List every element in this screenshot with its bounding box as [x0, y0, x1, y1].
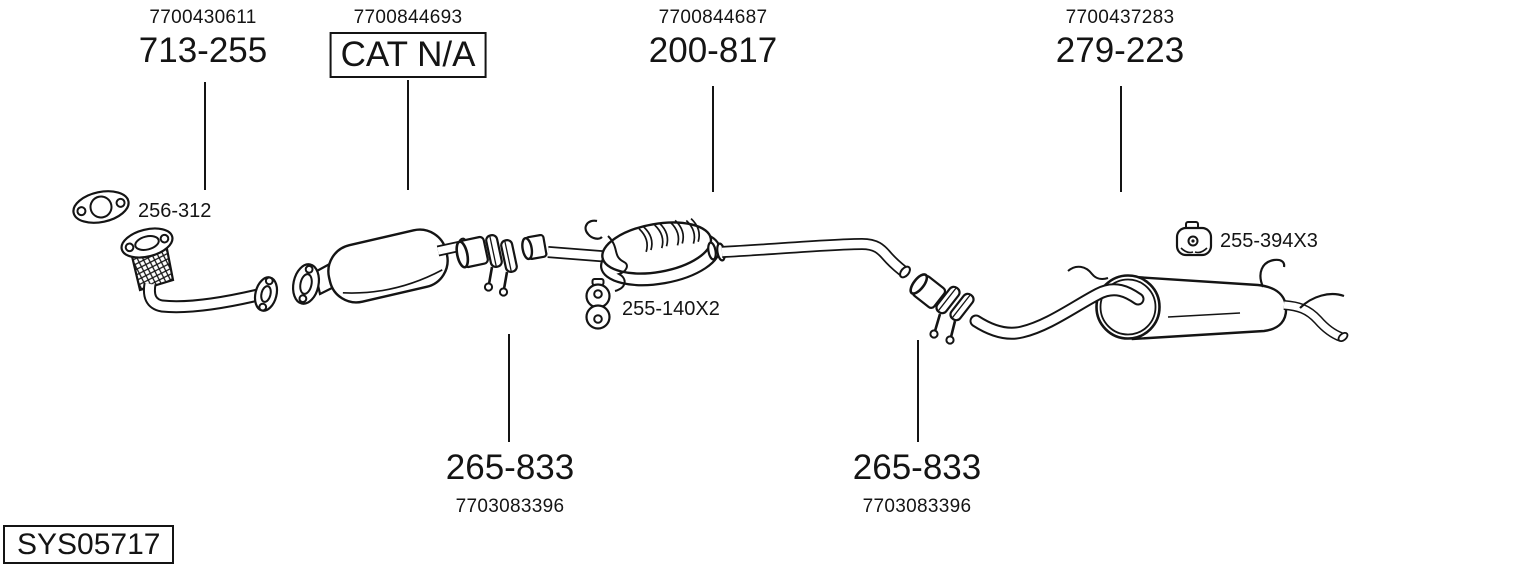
part-number-fitting-kit-rear: 265-833 — [852, 448, 982, 487]
part-number-rear-silencer: 279-223 — [1055, 30, 1185, 70]
callout-fitting-kit-rear: 265-833 7703083396 — [853, 449, 981, 518]
pipe-clamp-right-drawing — [909, 273, 975, 345]
oem-number-front-pipe: 7700430611 — [149, 7, 257, 28]
oem-number-catalytic-converter: 7700844693 — [353, 7, 463, 28]
oem-number-rear-silencer: 7700437283 — [1065, 7, 1175, 28]
hanger-rod-left — [1067, 265, 1109, 280]
oem-number-fitting-kit-rear: 7703083396 — [862, 495, 972, 517]
part-number-catalytic-converter: CAT N/A — [329, 31, 487, 78]
callout-middle-silencer: 7700844687 200-817 — [649, 7, 777, 70]
middle-silencer-drawing — [521, 217, 911, 292]
part-number-front-pipe: 713-255 — [138, 30, 268, 70]
flange-gasket-drawing — [72, 190, 130, 224]
hanger-rod-top — [584, 219, 603, 240]
rubber-hanger-middle-drawing — [585, 278, 611, 330]
leader-lines — [204, 80, 1122, 442]
oem-number-middle-silencer: 7700844687 — [658, 7, 768, 28]
front-pipe-drawing — [120, 227, 279, 314]
callout-fitting-kit-front: 265-833 7703083396 — [446, 449, 574, 518]
part-number-fitting-kit-front: 265-833 — [445, 448, 575, 487]
system-code-badge: SYS05717 — [3, 525, 175, 564]
callout-rear-silencer: 7700437283 279-223 — [1056, 7, 1184, 70]
hanger-rod-right — [1299, 292, 1345, 309]
callout-front-pipe: 7700430611 713-255 — [139, 7, 267, 70]
rubber-hanger-rear-drawing — [1175, 221, 1213, 257]
catalytic-converter-drawing — [291, 228, 467, 305]
rear-hanger-part-label: 255-394X3 — [1220, 230, 1318, 252]
gasket-part-label: 256-312 — [138, 200, 212, 222]
part-number-middle-silencer: 200-817 — [648, 30, 778, 70]
hanger-rod-bottom — [607, 235, 628, 292]
oem-number-fitting-kit-front: 7703083396 — [455, 495, 565, 517]
hanger-rod-top — [1259, 258, 1286, 288]
callout-catalytic-converter: 7700844693 CAT N/A — [329, 7, 487, 78]
rear-silencer-drawing — [969, 258, 1349, 343]
pipe-clamp-left-drawing — [455, 234, 518, 297]
middle-hanger-part-label: 255-140X2 — [622, 298, 720, 320]
